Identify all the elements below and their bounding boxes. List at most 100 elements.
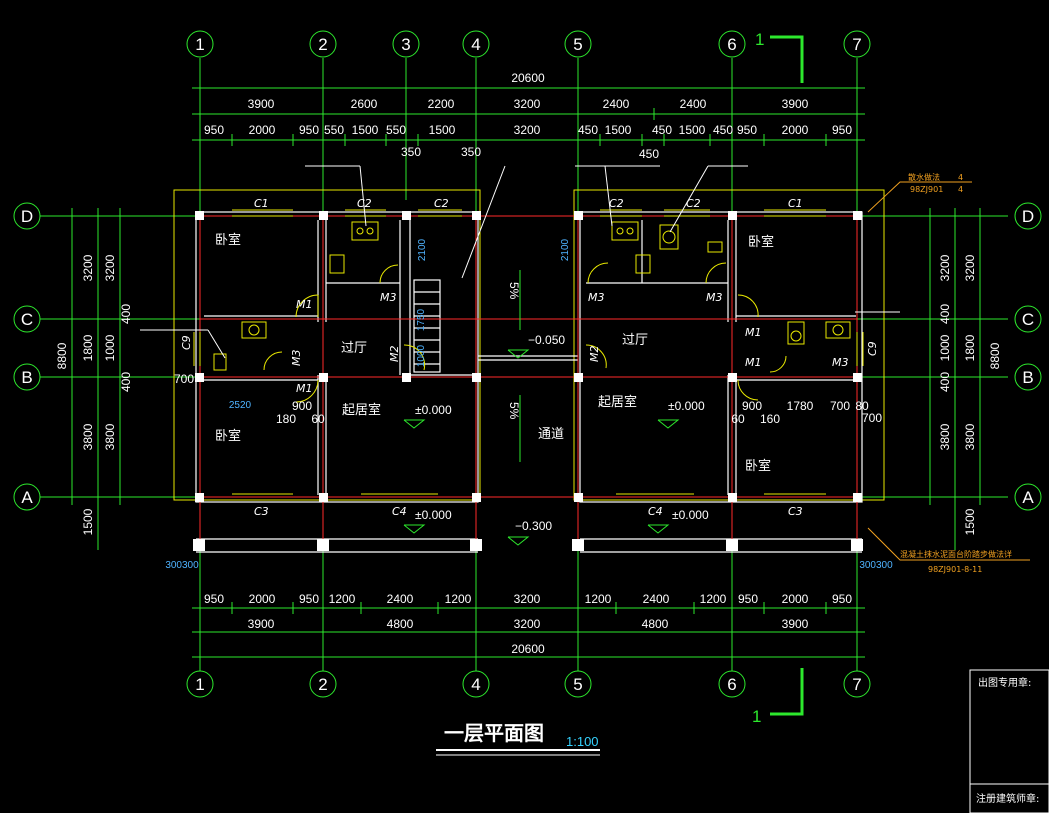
- dim-right-inner: 1000: [938, 334, 952, 361]
- dim-bot2: 3900: [782, 617, 809, 631]
- section-mark-top: 1: [755, 30, 764, 49]
- axis-label-top-4: 4: [471, 35, 480, 54]
- window-c2-right1: C2: [609, 197, 624, 210]
- axis-label-top-2: 2: [318, 35, 327, 54]
- dim-bot1: 1200: [585, 592, 612, 606]
- dim-bot1: 1200: [700, 592, 727, 606]
- dim-left-700: 700: [174, 372, 194, 386]
- room-bedroom-sw: 卧室: [215, 428, 241, 444]
- dim-bot2: 3900: [248, 617, 275, 631]
- dim-right-inner: 400: [938, 304, 952, 324]
- dim-right-mid: 3800: [963, 423, 977, 450]
- dim-300-right: 300300: [859, 560, 893, 571]
- dim-left-mid: 1800: [81, 334, 95, 361]
- dim-bot1: 950: [832, 592, 852, 606]
- door-m1-right-top: M1: [745, 326, 762, 339]
- opening-labels: C1 C2 C2 C2 C2 C1 C3 C4 C4 C3 C9 C9 M1 M…: [180, 197, 879, 518]
- dim-left-total: 8800: [55, 342, 69, 369]
- dim-top3: 1500: [352, 123, 379, 137]
- dim-bot1: 950: [738, 592, 758, 606]
- inner-60-left: 60: [311, 412, 325, 426]
- dim-bot1: 950: [204, 592, 224, 606]
- axis-label-right-B: B: [1022, 368, 1033, 387]
- dim-top3: 450: [578, 123, 598, 137]
- window-c4-left: C4: [392, 505, 407, 518]
- axis-label-left-A: A: [21, 488, 33, 507]
- elevation-labels: ±0.000 ±0.000 ±0.000 ±0.000 −0.050 −0.30…: [415, 282, 709, 533]
- dim-right-700: 700: [862, 411, 882, 425]
- window-c1-left: C1: [254, 197, 269, 210]
- door-m2-right: M2: [588, 346, 601, 363]
- inner-2520: 2520: [229, 400, 252, 411]
- inner-1780: 1780: [787, 399, 814, 413]
- axis-label-top-3: 3: [401, 35, 410, 54]
- dim-top2: 3900: [782, 97, 809, 111]
- dim-bot2: 4800: [387, 617, 414, 631]
- axis-label-top-6: 6: [727, 35, 736, 54]
- dim-left-inner-3200: 3200: [103, 254, 117, 281]
- room-bedroom-ne: 卧室: [748, 234, 774, 250]
- construction-notes: 散水做法 4 98ZJ901 4 混凝土抹水泥面台阶踏步做法详 98ZJ901-…: [900, 172, 1012, 574]
- inner-2100-right: 2100: [560, 238, 571, 261]
- elev-passage-end: −0.300: [515, 519, 552, 533]
- room-passage: 通道: [538, 427, 564, 442]
- dim-top2: 3200: [514, 97, 541, 111]
- drawing-title: 一层平面图: [444, 721, 544, 745]
- dim-right-mid: 1800: [963, 334, 977, 361]
- right-dimensions: 8800 3200 1800 3800 3200 400 1000 400 38…: [862, 254, 1002, 535]
- dim-left-mid: 3800: [81, 423, 95, 450]
- room-bedroom-nw: 卧室: [215, 232, 241, 248]
- sanitary-fixtures: [213, 221, 851, 371]
- dim-bottom-total: 20600: [511, 642, 545, 656]
- dim-bot1: 2000: [782, 592, 809, 606]
- dim-top3: 3200: [514, 123, 541, 137]
- dim-top2: 2200: [428, 97, 455, 111]
- dim-top-extra: 350: [401, 145, 421, 159]
- dim-top2: 2600: [351, 97, 378, 111]
- dim-right-bottom: 1500: [963, 508, 977, 535]
- dim-top3: 2000: [782, 123, 809, 137]
- drawing-scale: 1:100: [566, 734, 599, 749]
- door-m3-left: M3: [380, 291, 397, 304]
- dim-top3: 950: [737, 123, 757, 137]
- dim-top3: 950: [299, 123, 319, 137]
- axis-label-bottom-1: 1: [195, 675, 204, 694]
- dim-top3: 950: [204, 123, 224, 137]
- door-m1-left-top: M1: [296, 298, 313, 311]
- columns: [193, 211, 863, 551]
- building-walls: [173, 189, 885, 553]
- windows: [193, 209, 864, 501]
- inner-700-right: 700: [830, 399, 850, 413]
- window-c3-right: C3: [788, 505, 803, 518]
- elev-porch-right: ±0.000: [672, 508, 709, 522]
- dim-right-total: 8800: [988, 342, 1002, 369]
- room-bedroom-se: 卧室: [745, 458, 771, 474]
- dim-top3: 1500: [429, 123, 456, 137]
- section-mark-bottom: 1: [752, 707, 761, 726]
- dim-top-extra: 450: [639, 147, 659, 161]
- window-c9-right: C9: [866, 341, 879, 356]
- dim-top3: 450: [652, 123, 672, 137]
- inner-180: 180: [276, 412, 296, 426]
- left-dimensions: 8800 3200 1800 3800 3200 400 1000 400 38…: [55, 254, 194, 535]
- axis-label-top-1: 1: [195, 35, 204, 54]
- inner-60-right: 60: [731, 412, 745, 426]
- door-m1-left-bottom: M1: [296, 382, 313, 395]
- axis-label-top-7: 7: [852, 35, 861, 54]
- dim-left-inner-3800: 3800: [103, 423, 117, 450]
- axis-label-bottom-2: 2: [318, 675, 327, 694]
- dim-300-left: 300300: [165, 560, 199, 571]
- window-c4-right: C4: [648, 505, 663, 518]
- axis-label-bottom-6: 6: [727, 675, 736, 694]
- dim-top3: 950: [832, 123, 852, 137]
- dim-bot1: 3200: [514, 592, 541, 606]
- dim-left-inner: 1000: [103, 334, 117, 361]
- inner-1750: 1750: [416, 308, 427, 331]
- dim-top3: 1500: [605, 123, 632, 137]
- dim-top3: 450: [713, 123, 733, 137]
- dim-top3: 550: [386, 123, 406, 137]
- dim-left-mid: 3200: [81, 254, 95, 281]
- inner-1000: 1000: [416, 344, 427, 367]
- axis-bubbles-rows: D C B A D C B A: [13, 202, 1042, 511]
